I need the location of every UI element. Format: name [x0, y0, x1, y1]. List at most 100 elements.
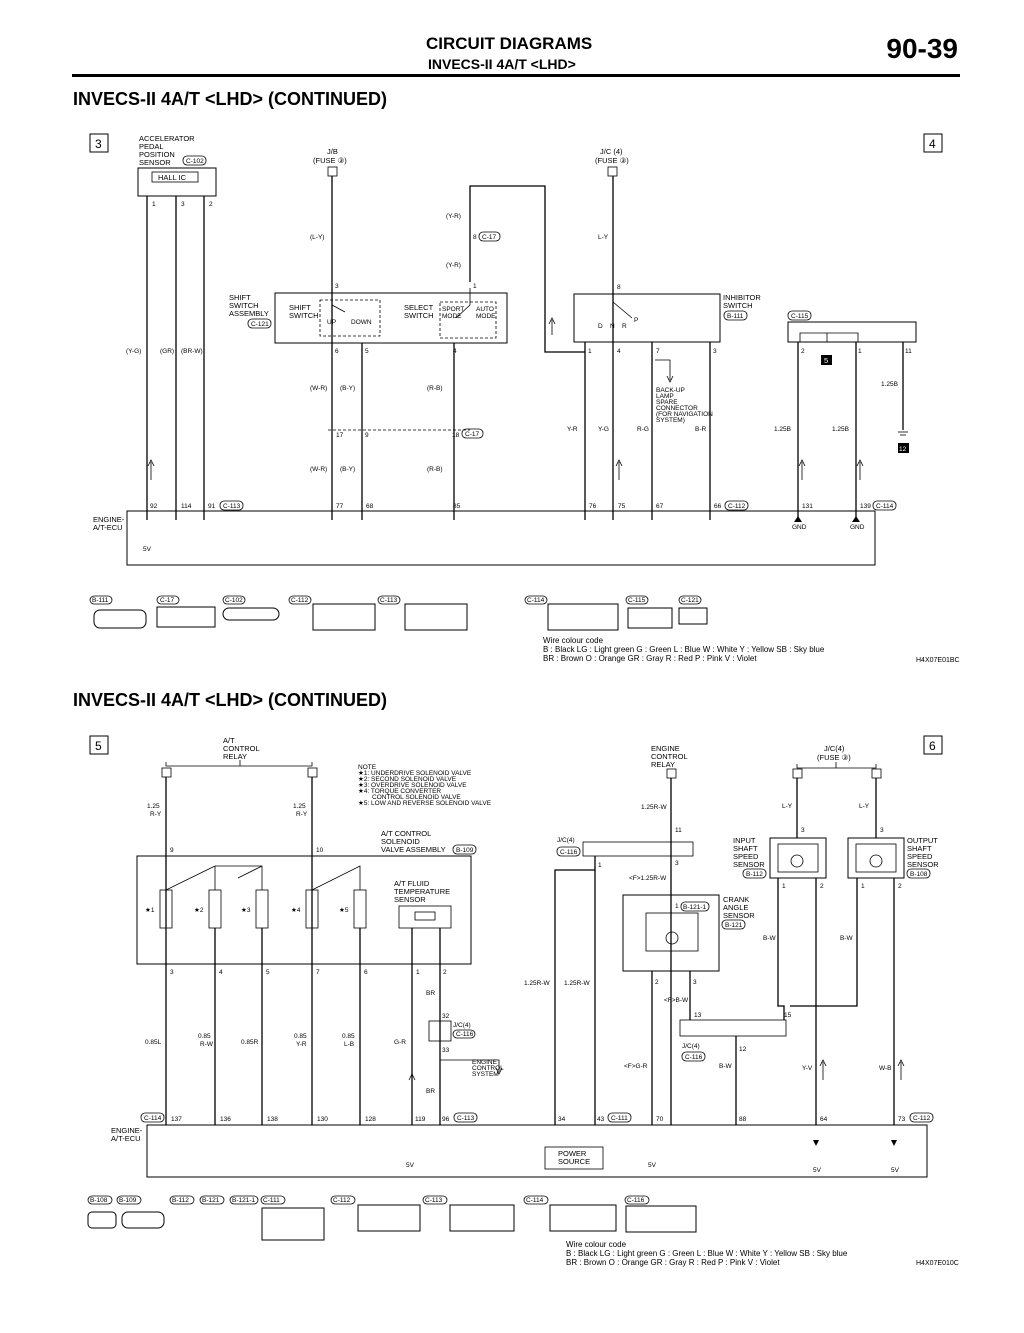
eng-sys-3: SYSTEM	[472, 1071, 499, 1078]
svg-text:34: 34	[558, 1116, 566, 1123]
ecu-upper-1: ENGINE-	[93, 515, 125, 524]
conn-c113-lower: C-113	[457, 1115, 475, 1122]
eng-relay-1: ENGINE	[651, 744, 680, 753]
conn-c113-upper: C-113	[223, 503, 241, 510]
wire-br2: B-R	[695, 426, 707, 433]
svg-text:C-114: C-114	[527, 597, 545, 604]
backup-3: SPARE	[656, 399, 678, 406]
svg-text:B-109: B-109	[119, 1197, 137, 1204]
legend-heading-lower: Wire colour code	[566, 1240, 627, 1249]
svg-text:2: 2	[655, 979, 659, 986]
svg-text:3: 3	[880, 827, 884, 834]
wire-legend-upper: Wire colour code B : Black LG : Light gr…	[543, 636, 824, 663]
w-wb: W-B	[879, 1065, 892, 1072]
wire-wr-1: (W-R)	[310, 385, 327, 392]
jc4-label: J/C (4)	[600, 147, 623, 156]
wire-rb-1: (R-B)	[427, 385, 443, 392]
wire-gr: (GR)	[160, 348, 174, 355]
svg-text:1: 1	[861, 883, 865, 890]
accel-label-1: ACCELERATOR	[139, 134, 195, 143]
wire-yr2: Y-R	[567, 426, 578, 433]
continuation-5: 5	[95, 739, 102, 753]
svg-text:C-111: C-111	[263, 1197, 280, 1204]
solenoid-assembly-box	[136, 855, 472, 965]
backup-1: BACK-UP	[656, 387, 685, 394]
svg-text:1: 1	[473, 283, 477, 290]
power-source-box	[544, 1146, 604, 1170]
star-1: ★1	[145, 906, 155, 914]
jc4-fuse: (FUSE ③)	[595, 156, 629, 165]
inhibitor-p: P	[634, 317, 638, 324]
conn-c115: C-115	[791, 313, 809, 320]
wire-wr-2: (W-R)	[310, 466, 327, 473]
star-4: ★4	[291, 906, 301, 914]
w-bw-b: B-W	[840, 935, 854, 942]
c115-box	[787, 321, 917, 343]
note-6: ★5: LOW AND REVERSE SOLENOID VALVE	[358, 799, 492, 807]
svg-text:136: 136	[220, 1116, 231, 1123]
svg-text:C-116: C-116	[627, 1197, 645, 1204]
auto-2: MODE	[476, 313, 496, 320]
continuation-box-4	[923, 133, 943, 153]
backup-6: SYSTEM)	[656, 417, 685, 424]
svg-text:139: 139	[860, 503, 871, 510]
svg-text:32: 32	[442, 1013, 450, 1020]
svg-text:C-121: C-121	[681, 597, 699, 604]
w-085r: 0.85R	[241, 1039, 259, 1046]
relay-3: RELAY	[223, 752, 247, 761]
w-125rw-2: 1.25R-W	[564, 980, 591, 987]
shift-switch-assembly-box	[274, 292, 508, 344]
auto-1: AUTO	[476, 306, 494, 313]
svg-text:1: 1	[858, 348, 862, 355]
svg-text:1: 1	[588, 348, 592, 355]
svg-text:3: 3	[675, 860, 679, 867]
svg-text:C-114: C-114	[526, 1197, 544, 1204]
svg-text:11: 11	[675, 827, 682, 834]
svg-text:B-111: B-111	[92, 597, 109, 604]
conn-c116-a: C-116	[456, 1031, 474, 1038]
svg-text:C-113: C-113	[380, 597, 398, 604]
note-3: ★3: OVERDRIVE SOLENOID VALVE	[358, 781, 467, 789]
svg-text:5: 5	[266, 969, 270, 976]
jc4-lower-b: J/C(4)	[557, 837, 575, 844]
wire-legend-lower: Wire colour code B : Black LG : Light gr…	[566, 1240, 847, 1267]
crank-3: SENSOR	[723, 911, 755, 920]
svg-text:137: 137	[171, 1116, 182, 1123]
svg-text:B-121-1: B-121-1	[232, 1197, 256, 1204]
inhibitor-r: R	[622, 323, 627, 330]
inhibitor-conn: B-111	[727, 313, 744, 320]
conn-c116-c: C-116	[685, 1054, 703, 1061]
wire-ly-upper: (L-Y)	[310, 234, 324, 241]
continuation-4: 4	[929, 137, 936, 151]
continuation-box-5	[89, 735, 109, 755]
svg-text:8: 8	[473, 234, 477, 241]
fluid-temp-1: A/T FLUID	[394, 879, 430, 888]
section-title-upper: INVECS-II 4A/T <LHD> (CONTINUED)	[73, 89, 388, 109]
lower-connector-strip: B-108 B-109 B-112 B-121 B-121-1 C-111 C-…	[87, 1195, 697, 1241]
w-fbw: <F>B-W	[664, 997, 689, 1004]
conn-c111-lower: C-111	[611, 1115, 628, 1122]
svg-text:C-112: C-112	[291, 597, 309, 604]
wire-125b-1: 1.25B	[881, 381, 898, 388]
crank-conn: B-121	[725, 922, 743, 929]
relay-1: A/T	[223, 736, 235, 745]
svg-text:3: 3	[181, 201, 185, 208]
shift-assy-conn: C-121	[251, 321, 269, 328]
ecu-lower-2: A/T-ECU	[111, 1134, 141, 1143]
svg-text:3: 3	[801, 827, 805, 834]
gnd-2: GND	[850, 524, 865, 531]
svg-text:4: 4	[219, 969, 223, 976]
w-bw-low: B-W	[719, 1063, 733, 1070]
w-lb: L-B	[344, 1041, 354, 1048]
w-rw: R-W	[200, 1041, 214, 1048]
svg-text:4: 4	[617, 348, 621, 355]
svg-text:119: 119	[415, 1116, 426, 1123]
svg-text:77: 77	[336, 503, 344, 510]
jb-label: J/B	[327, 147, 338, 156]
ground-ref-12: 12	[899, 446, 907, 453]
w-f125rw: <F>1.25R-W	[629, 875, 667, 882]
svg-text:15: 15	[784, 1012, 792, 1019]
output-2: SHAFT	[907, 844, 932, 853]
svg-text:2: 2	[898, 883, 902, 890]
svg-text:75: 75	[618, 503, 626, 510]
